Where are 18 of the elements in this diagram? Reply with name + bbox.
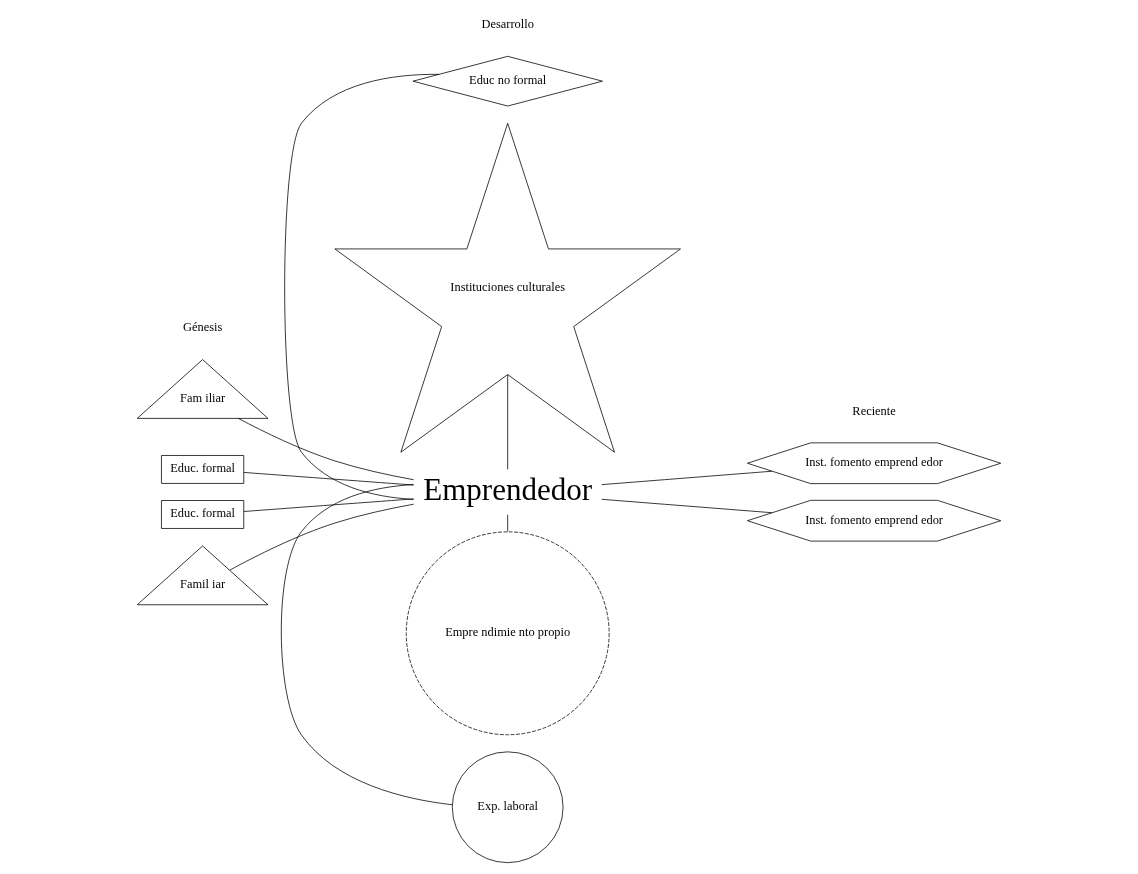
- node-text: Emprendedor: [423, 471, 593, 507]
- connector: [601, 498, 773, 514]
- node-circle: Exp. laboral: [451, 751, 564, 864]
- label: Reciente: [852, 403, 896, 418]
- connector: [243, 498, 414, 512]
- node-box: Educ. formal: [161, 500, 245, 529]
- connector: [243, 472, 414, 486]
- connector: [280, 484, 453, 806]
- node-box: Educ. formal: [161, 455, 245, 484]
- connector: [229, 503, 415, 571]
- connector: [284, 73, 440, 500]
- node-circle: Empre ndimie nto propio: [405, 531, 610, 736]
- connector: [237, 418, 415, 481]
- connector: [601, 470, 773, 485]
- label: Génesis: [182, 320, 223, 335]
- connector: [507, 374, 509, 470]
- node-diamond: Educ no formal: [412, 55, 603, 107]
- label: Desarrollo: [481, 17, 534, 32]
